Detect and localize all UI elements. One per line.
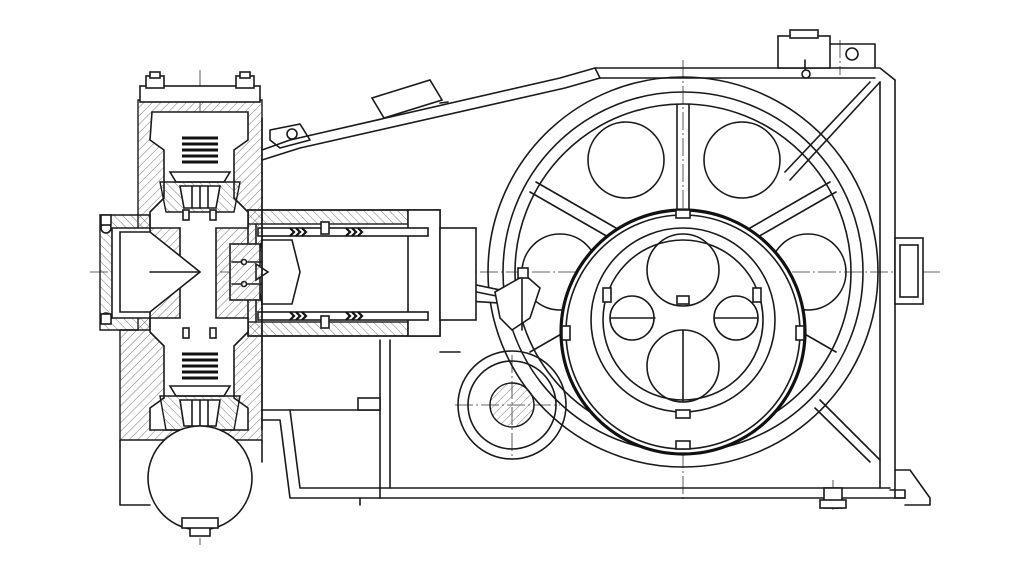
pinion-shaft bbox=[439, 350, 567, 460]
fluid-end bbox=[99, 71, 263, 441]
support-bracket bbox=[261, 397, 381, 506]
suction-chamber bbox=[119, 425, 263, 537]
upper-valve-spring bbox=[182, 136, 218, 164]
chevron-markers-bottom bbox=[289, 311, 364, 321]
chevron-markers-top bbox=[289, 227, 364, 237]
lower-valve-spring bbox=[182, 352, 218, 380]
inspection-cover bbox=[269, 79, 449, 149]
crosshead-guide bbox=[229, 209, 477, 337]
crankcase-frame bbox=[261, 29, 931, 509]
crank-disc bbox=[559, 208, 807, 456]
